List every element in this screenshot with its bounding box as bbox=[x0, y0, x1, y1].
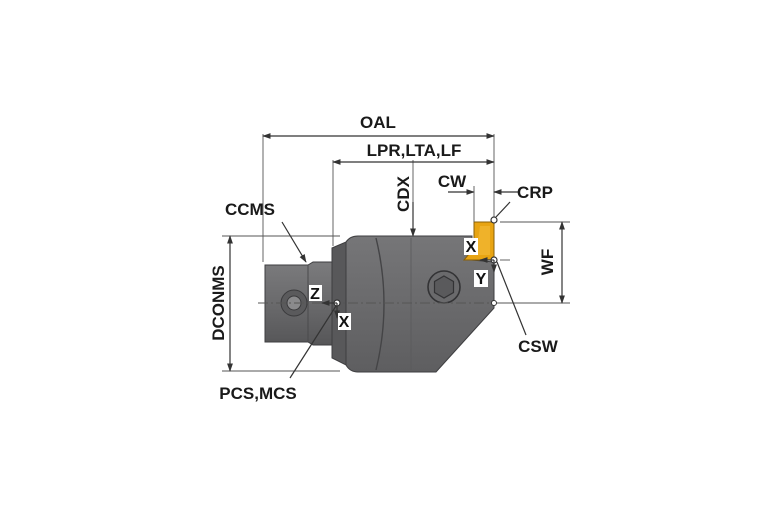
dconms-label: DCONMS bbox=[209, 265, 228, 341]
x-axis-insert-label: X bbox=[466, 239, 477, 256]
crp-label: CRP bbox=[517, 183, 553, 202]
pcs-label: PCS,MCS bbox=[219, 384, 296, 403]
z-axis-label: Z bbox=[310, 286, 320, 303]
y-axis-insert-label: Y bbox=[476, 271, 487, 288]
lpr-label: LPR,LTA,LF bbox=[367, 141, 462, 160]
tool-body bbox=[264, 221, 495, 373]
oal-label: OAL bbox=[360, 113, 396, 132]
head bbox=[345, 235, 495, 373]
csw-label: CSW bbox=[518, 337, 559, 356]
relief-curve bbox=[375, 237, 385, 371]
ccms-leader bbox=[281, 221, 307, 263]
cdx-label: CDX bbox=[394, 175, 413, 212]
cw-label: CW bbox=[438, 172, 467, 191]
crp-leader bbox=[495, 201, 511, 218]
clamp-screw bbox=[427, 270, 461, 304]
x-axis-origin-label: X bbox=[339, 314, 350, 331]
csw-leader bbox=[496, 261, 527, 336]
ccms-label: CCMS bbox=[225, 200, 275, 219]
crp-point bbox=[490, 216, 498, 224]
pcs-leader bbox=[289, 305, 337, 379]
wf-label: WF bbox=[538, 249, 557, 275]
